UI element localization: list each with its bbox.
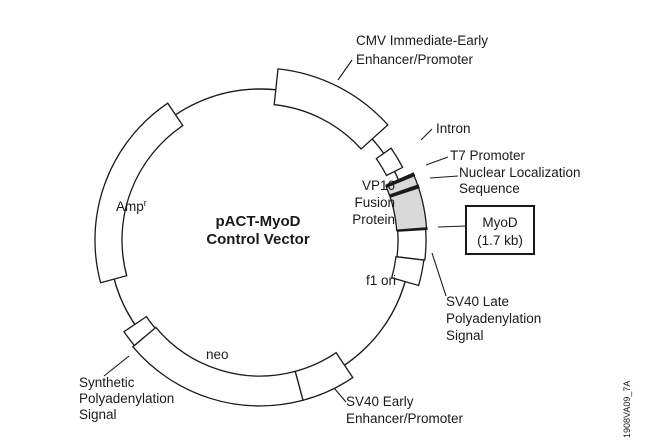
cmv-promoter-segment bbox=[273, 68, 389, 150]
vector-title-line1: pACT-MyoD bbox=[216, 213, 301, 230]
neo-label: neo bbox=[206, 347, 229, 362]
cmv-label-line2: Enhancer/Promoter bbox=[356, 52, 474, 67]
synthetic-polya-label-line3: Signal bbox=[79, 407, 117, 422]
cmv-label-line1: CMV Immediate-Early bbox=[356, 33, 488, 48]
synthetic-polya-label-line1: Synthetic bbox=[79, 375, 135, 390]
vp16-label-line2: Fusion bbox=[354, 195, 395, 210]
cmv-leader bbox=[337, 59, 353, 81]
myod-segment bbox=[396, 227, 427, 261]
nls-label-line1: Nuclear Localization bbox=[459, 165, 581, 180]
vp16-label-line1: VP16 bbox=[362, 178, 395, 193]
vp16-label-line3: Protein bbox=[352, 212, 395, 227]
t7-leader bbox=[425, 156, 449, 166]
synthetic-polya-label-line2: Polyadenylation bbox=[79, 391, 174, 406]
nls-leader bbox=[429, 175, 459, 179]
synthetic-polya-segment bbox=[123, 315, 157, 347]
myod-label: MyoD bbox=[482, 215, 518, 230]
sv40-late-label-line3: Signal bbox=[446, 328, 484, 343]
f1-ori-segment bbox=[390, 255, 425, 287]
amp-segment bbox=[94, 102, 184, 284]
myod-leader bbox=[437, 225, 467, 228]
sv40-early-label-line1: SV40 Early bbox=[346, 394, 414, 409]
nls-label-line2: Sequence bbox=[459, 181, 520, 196]
myod-junction-band bbox=[396, 227, 428, 232]
myod-size-label: (1.7 kb) bbox=[477, 233, 523, 248]
t7-promoter-band bbox=[385, 172, 416, 188]
sv40-late-label-line1: SV40 Late bbox=[446, 294, 509, 309]
sv40-early-label-line2: Enhancer/Promoter bbox=[346, 411, 464, 426]
sv40-late-leader bbox=[431, 252, 447, 297]
t7-label: T7 Promoter bbox=[450, 148, 526, 163]
myod-callout-box bbox=[465, 205, 535, 255]
f1-ori-label: f1 ori bbox=[366, 273, 396, 288]
nls-band bbox=[389, 184, 420, 198]
intron-segment bbox=[375, 147, 404, 177]
sv40-late-label-line2: Polyadenylation bbox=[446, 311, 541, 326]
sv40-early-promoter-segment bbox=[294, 351, 354, 402]
neo-segment bbox=[131, 326, 304, 407]
sv40-early-leader bbox=[333, 387, 347, 403]
synthetic-polya-leader bbox=[103, 355, 130, 377]
intron-leader bbox=[420, 128, 433, 141]
figure-code: 1908VA09_7A bbox=[622, 381, 632, 438]
vector-title-line2: Control Vector bbox=[206, 231, 310, 248]
amp-label: Ampr bbox=[116, 198, 147, 214]
intron-label: Intron bbox=[436, 121, 471, 136]
